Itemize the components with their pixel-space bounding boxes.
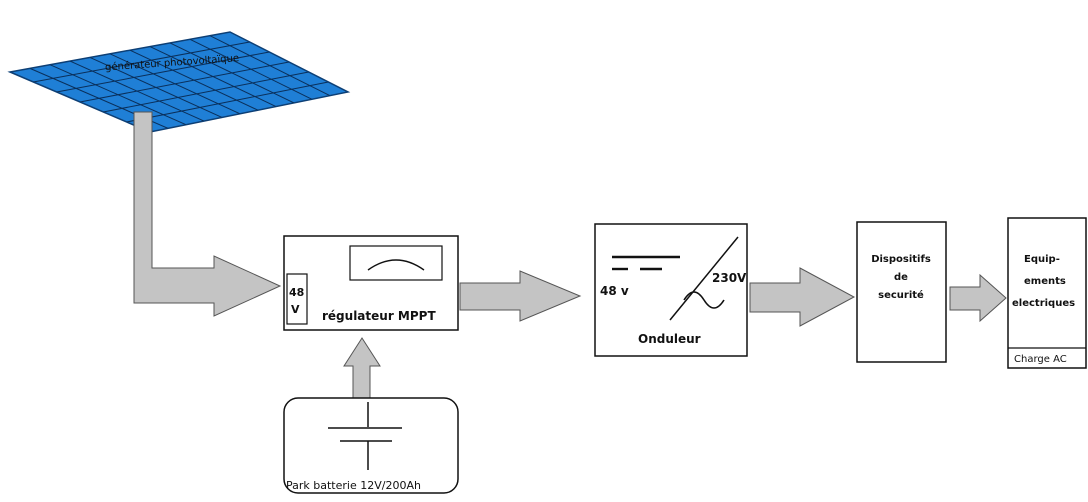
safety-line1: Dispositifs	[871, 254, 931, 265]
regulator-label: régulateur MPPT	[322, 309, 436, 323]
arrow-panel-to-regulator	[133, 111, 282, 317]
panel-grid-line	[33, 41, 250, 83]
arrow-regulator-to-inverter	[459, 270, 582, 322]
panel-grid-line	[126, 81, 329, 123]
equipment-line2: ements	[1024, 276, 1066, 287]
charge-ac-label: Charge AC	[1014, 354, 1067, 365]
panel-grid-line	[103, 71, 309, 113]
panel-grid-line	[79, 61, 290, 103]
voltage-box	[286, 273, 308, 325]
battery-pack: Park batterie 12V/200Ah	[283, 397, 459, 494]
inverter-diagonal	[669, 236, 739, 321]
regulator-voltage-line1: 48	[289, 286, 304, 299]
arrow-battery-to-regulator	[343, 337, 381, 401]
dc-symbol-icon	[612, 255, 680, 271]
inverter-label: Onduleur	[638, 332, 701, 346]
electrical-equipment: Equip- ements electriques Charge AC	[1007, 217, 1087, 369]
inverter-input-label: 48 v	[600, 284, 629, 298]
inverter: 48 v 230V Onduleur	[594, 223, 748, 357]
mppt-regulator: 48 V régulateur MPPT	[283, 235, 459, 331]
meter-display	[349, 245, 443, 281]
safety-devices: Dispositifs de securité	[856, 221, 947, 363]
battery-label: Park batterie 12V/200Ah	[286, 479, 421, 492]
solar-panel: générateur photovoltaïque	[7, 31, 351, 133]
equipment-line3: electriques	[1012, 298, 1075, 309]
arrow-safety-to-equipment	[949, 273, 1007, 323]
arrow-inverter-to-safety	[749, 267, 856, 327]
battery-symbol-icon	[328, 402, 402, 470]
meter-dial-icon	[367, 259, 425, 271]
equipment-line1: Equip-	[1024, 254, 1060, 265]
panel-grid-line	[56, 51, 270, 93]
ac-wave-icon	[683, 291, 725, 309]
safety-line3: securité	[878, 289, 924, 301]
safety-line2: de	[894, 272, 908, 283]
regulator-voltage-line2: V	[291, 303, 300, 316]
inverter-output-label: 230V	[712, 271, 747, 285]
